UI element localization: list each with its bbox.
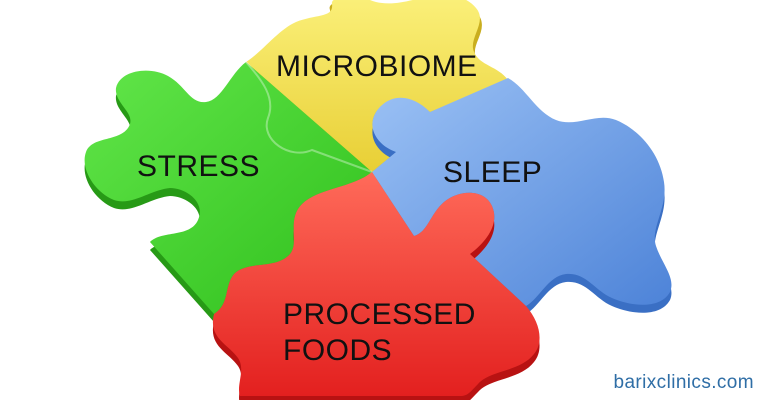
label-sleep: SLEEP (443, 156, 543, 189)
watermark-text: barixclinics.com (613, 372, 754, 393)
blue-puzzle-piece (372, 78, 672, 314)
green-puzzle-piece (84, 61, 373, 322)
label-stress: STRESS (137, 150, 261, 183)
red-puzzle-piece (212, 172, 540, 400)
label-foods: FOODS (283, 334, 393, 367)
yellow-puzzle-piece (246, 0, 510, 181)
label-processed: PROCESSED (283, 298, 476, 331)
label-microbiome: MICROBIOME (276, 50, 478, 83)
